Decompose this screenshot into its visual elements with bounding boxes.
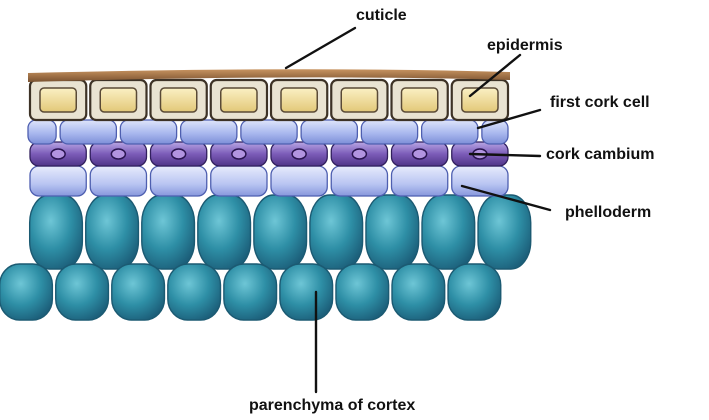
- parenchyma-cell-upper: [310, 195, 363, 269]
- parenchyma-cell-upper: [254, 195, 307, 269]
- parenchyma-cell-lower: [56, 264, 109, 320]
- parenchyma-cell-lower: [112, 264, 165, 320]
- parenchyma-cell-upper: [478, 195, 531, 269]
- phelloderm-layer: [30, 166, 508, 196]
- first-cork-cell: [181, 120, 237, 144]
- label-first-cork-cell: first cork cell: [550, 95, 650, 111]
- epidermis-cell-content: [462, 88, 498, 112]
- epidermis-layer: [30, 80, 508, 120]
- parenchyma-cell-upper: [422, 195, 475, 269]
- parenchyma-cell-upper: [30, 195, 83, 269]
- label-parenchyma-of-cortex: parenchyma of cortex: [249, 398, 415, 414]
- phelloderm-cell: [151, 166, 207, 196]
- first-cork-cell-layer: [28, 120, 508, 144]
- first-cork-cell: [120, 120, 176, 144]
- first-cork-cell: [60, 120, 116, 144]
- phelloderm-cell: [392, 166, 448, 196]
- parenchyma-cell-lower: [448, 264, 501, 320]
- first-cork-cell: [241, 120, 297, 144]
- cambium-nucleus: [413, 149, 427, 159]
- label-epidermis: epidermis: [487, 38, 563, 54]
- first-cork-cell: [301, 120, 357, 144]
- phelloderm-cell: [211, 166, 267, 196]
- tissue-layers: [0, 69, 531, 320]
- epidermis-cell-content: [402, 88, 438, 112]
- label-phelloderm: phelloderm: [565, 205, 651, 221]
- parenchyma-cell-upper: [86, 195, 139, 269]
- cambium-nucleus: [111, 149, 125, 159]
- parenchyma-cell-lower: [280, 264, 333, 320]
- parenchyma-cell-lower: [0, 264, 52, 320]
- cambium-nucleus: [232, 149, 246, 159]
- phelloderm-cell: [90, 166, 146, 196]
- first-cork-cell: [28, 120, 56, 144]
- parenchyma-layer: [0, 195, 531, 320]
- cambium-nucleus: [352, 149, 366, 159]
- epidermis-cell-content: [161, 88, 197, 112]
- parenchyma-cell-upper: [366, 195, 419, 269]
- phelloderm-cell: [271, 166, 327, 196]
- parenchyma-cell-lower: [336, 264, 389, 320]
- label-cork-cambium: cork cambium: [546, 147, 654, 163]
- label-cuticle: cuticle: [356, 8, 407, 24]
- parenchyma-cell-lower: [392, 264, 445, 320]
- first-cork-cell: [361, 120, 417, 144]
- cuticle-leader: [286, 28, 355, 68]
- parenchyma-cell-upper: [142, 195, 195, 269]
- phelloderm-cell: [30, 166, 86, 196]
- parenchyma-cell-lower: [224, 264, 277, 320]
- epidermis-cell-content: [281, 88, 317, 112]
- phelloderm-cell: [331, 166, 387, 196]
- epidermis-cell-content: [221, 88, 257, 112]
- cambium-nucleus: [172, 149, 186, 159]
- parenchyma-cell-lower: [168, 264, 221, 320]
- cambium-nucleus: [51, 149, 65, 159]
- first-cork-cell: [422, 120, 478, 144]
- parenchyma-cell-upper: [198, 195, 251, 269]
- cork-cambium-layer: [30, 142, 508, 166]
- epidermis-cell-content: [40, 88, 76, 112]
- epidermis-cell-content: [100, 88, 136, 112]
- epidermis-cell-content: [341, 88, 377, 112]
- cambium-nucleus: [292, 149, 306, 159]
